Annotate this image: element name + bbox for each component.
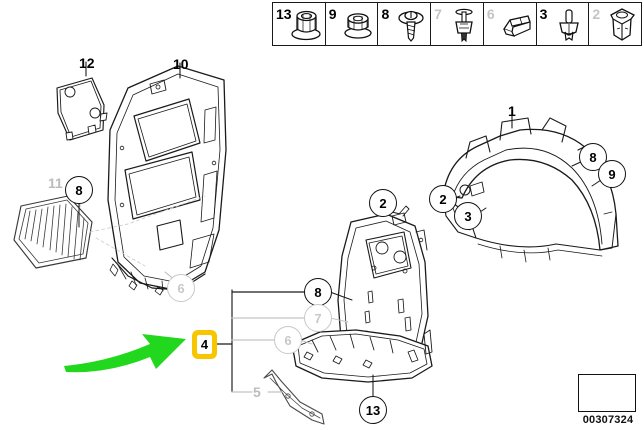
spring-clip-icon (502, 15, 531, 37)
fastener-legend-strip: 13 9 8 (272, 2, 642, 46)
selected-position-4-badge[interactable]: 4 (192, 330, 217, 359)
part-label-5: 5 (253, 384, 261, 400)
callout-2-center[interactable]: 2 (369, 189, 397, 217)
callout-2-center-label: 2 (379, 195, 387, 211)
legend-cell-2[interactable]: 2 (589, 3, 641, 45)
selected-position-4-label: 4 (197, 335, 212, 354)
callout-6-bracket-label: 6 (284, 332, 292, 348)
flange-nut-icon (344, 13, 373, 39)
expanding-nut-icon (610, 8, 636, 41)
callout-8-bracket[interactable]: 8 (304, 278, 332, 306)
part-11-shape (13, 195, 93, 269)
part-10-shape (107, 65, 227, 296)
legend-number-9: 9 (328, 6, 337, 22)
callout-8-vent-label: 8 (75, 182, 83, 198)
part-label-10: 10 (173, 56, 189, 72)
callout-13-undertray-label: 13 (365, 402, 381, 418)
part-label-1: 1 (508, 103, 516, 119)
callout-6-liner[interactable]: 6 (167, 274, 195, 302)
undertray-shape (291, 329, 433, 383)
flanged-screw-icon (398, 10, 424, 42)
cursor-arrow-icon (64, 334, 186, 373)
part-1-shape (442, 117, 619, 263)
callout-7-bracket-label: 7 (314, 310, 322, 326)
legend-cell-3[interactable]: 3 (537, 3, 590, 45)
legend-cell-9[interactable]: 9 (326, 3, 379, 45)
legend-number-6: 6 (486, 6, 495, 22)
callout-9-arch[interactable]: 9 (598, 160, 626, 188)
push-rivet-icon (455, 8, 473, 43)
callout-7-bracket[interactable]: 7 (304, 304, 332, 332)
callout-9-arch-label: 9 (608, 166, 616, 182)
direction-indicator-box (578, 374, 636, 412)
callout-2-arch[interactable]: 2 (429, 185, 457, 213)
legend-number-13: 13 (276, 6, 292, 22)
legend-number-2: 2 (592, 6, 601, 22)
callout-bracket-tree (216, 289, 353, 393)
diagram-number: 00307324 (582, 414, 634, 426)
flanged-hex-nut-icon (291, 10, 321, 41)
legend-number-3: 3 (539, 6, 548, 22)
callout-8-vent[interactable]: 8 (65, 176, 93, 204)
expanding-rivet-icon (559, 9, 580, 42)
legend-cell-7[interactable]: 7 (431, 3, 484, 45)
part-12-shape (56, 77, 108, 141)
callout-8-arch-label: 8 (589, 149, 597, 165)
legend-cell-13[interactable]: 13 (273, 3, 326, 45)
legend-cell-6[interactable]: 6 (484, 3, 537, 45)
callout-6-liner-label: 6 (177, 280, 185, 296)
legend-number-8: 8 (381, 6, 390, 22)
center-liner-shape (337, 205, 429, 367)
legend-number-7: 7 (434, 6, 442, 22)
callout-3-arch[interactable]: 3 (454, 202, 482, 230)
part-5-shape (263, 369, 325, 425)
part-label-12: 12 (79, 55, 95, 71)
legend-cell-8[interactable]: 8 (378, 3, 432, 45)
callout-8-bracket-label: 8 (314, 284, 322, 300)
part-label-11: 11 (48, 175, 63, 191)
callout-3-arch-label: 3 (464, 208, 472, 224)
callout-13-undertray[interactable]: 13 (359, 396, 387, 424)
callout-2-arch-label: 2 (439, 191, 447, 207)
callout-6-bracket[interactable]: 6 (274, 326, 302, 354)
